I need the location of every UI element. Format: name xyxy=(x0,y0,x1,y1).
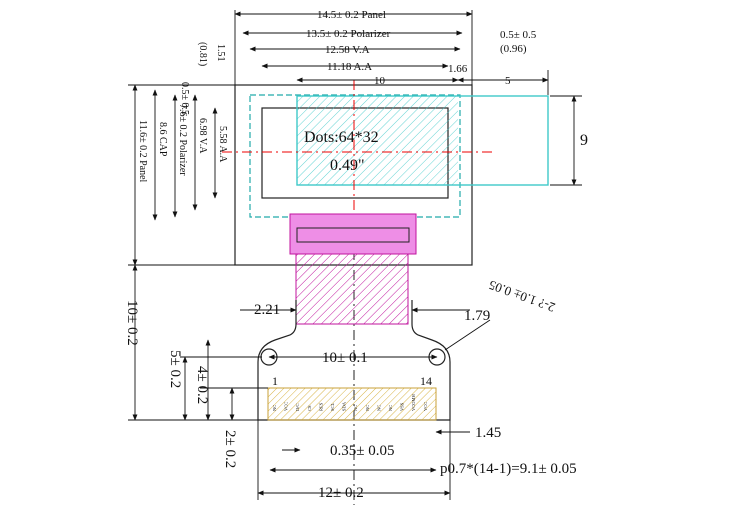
pin-row: NC VCC D/C CS RES SCL SDA NC NC NC NC VSS VCOMH VCC xyxy=(272,393,428,411)
aa-width-dim: 11.18 A.A xyxy=(327,61,372,73)
dim-pitch: p0.7*(14-1)=9.1± 0.05 xyxy=(440,461,577,477)
pin-label: D/C xyxy=(295,403,300,411)
offset-096: (0.96) xyxy=(500,43,527,55)
va-width-dim: 12.58 V.A xyxy=(325,44,370,56)
dim-10-side: 10± 0.2 xyxy=(124,300,140,346)
dim-9-right: 9 xyxy=(580,132,588,149)
pin-label: NC xyxy=(388,405,393,411)
pin-label: NC xyxy=(272,405,277,411)
pin-label: VCOMH xyxy=(411,393,416,411)
vert-86: 8.6 CAP xyxy=(157,122,168,157)
dim-5-top: 5 xyxy=(505,75,511,87)
dim-145: 1.45 xyxy=(475,425,501,441)
dots-label: Dots:64*32 xyxy=(304,129,379,146)
dim-5-side: 5± 0.2 xyxy=(167,350,183,388)
panel-width-dim: 14.5± 0.2 Panel xyxy=(317,9,386,21)
vert-081: (0.81) xyxy=(197,42,208,66)
pin-1-label: 1 xyxy=(272,374,278,388)
dim-hole-dia: 2-? 1.0± 0.05 xyxy=(487,278,557,316)
vert-76: 7.6± 0.2 Polarizer xyxy=(177,104,188,176)
vert-698: 6.98 V.A xyxy=(197,118,208,154)
offset-right-top: 0.5± 0.5 xyxy=(500,29,537,41)
fpc-bend xyxy=(289,213,417,325)
dimension-lines xyxy=(128,10,582,500)
pin-label: NC xyxy=(365,405,370,411)
connector-pads xyxy=(267,387,437,421)
dim-221: 2.21 xyxy=(254,302,280,318)
dim-179: 1.79 xyxy=(464,308,490,324)
dim-035: 0.35± 0.05 xyxy=(330,443,394,459)
vert-151: 1.51 xyxy=(215,44,226,62)
pin-label: NC xyxy=(353,405,358,411)
pin-label: VSS xyxy=(400,402,405,411)
pin-label: SDA xyxy=(342,401,347,411)
pin-label: NC xyxy=(376,405,381,411)
pin-label: VCC xyxy=(423,402,428,411)
dim-2-side: 2± 0.2 xyxy=(222,430,238,468)
dim-4-side: 4± 0.2 xyxy=(194,366,210,404)
dim-10-hole: 10± 0.1 xyxy=(322,350,368,366)
size-label: 0.49" xyxy=(330,157,365,174)
active-area-overlay xyxy=(296,95,549,186)
dim-166: 1.66 xyxy=(448,63,468,75)
vert-116: 11.6± 0.2 Panel xyxy=(137,120,148,183)
dim-10-top: 10 xyxy=(374,75,386,87)
pin-label: SCL xyxy=(330,402,335,411)
vert-05: 0.5± 0.5 xyxy=(179,82,190,115)
pin-label: VCC xyxy=(284,402,289,411)
dim-12: 12± 0.2 xyxy=(318,485,364,501)
pin-label: RES xyxy=(318,402,323,411)
vert-558: 5.58 A.A xyxy=(217,126,228,163)
polarizer-width-dim: 13.5± 0.2 Polarizer xyxy=(306,28,391,40)
pin-label: CS xyxy=(307,405,312,411)
pin-14-label: 14 xyxy=(420,374,432,388)
